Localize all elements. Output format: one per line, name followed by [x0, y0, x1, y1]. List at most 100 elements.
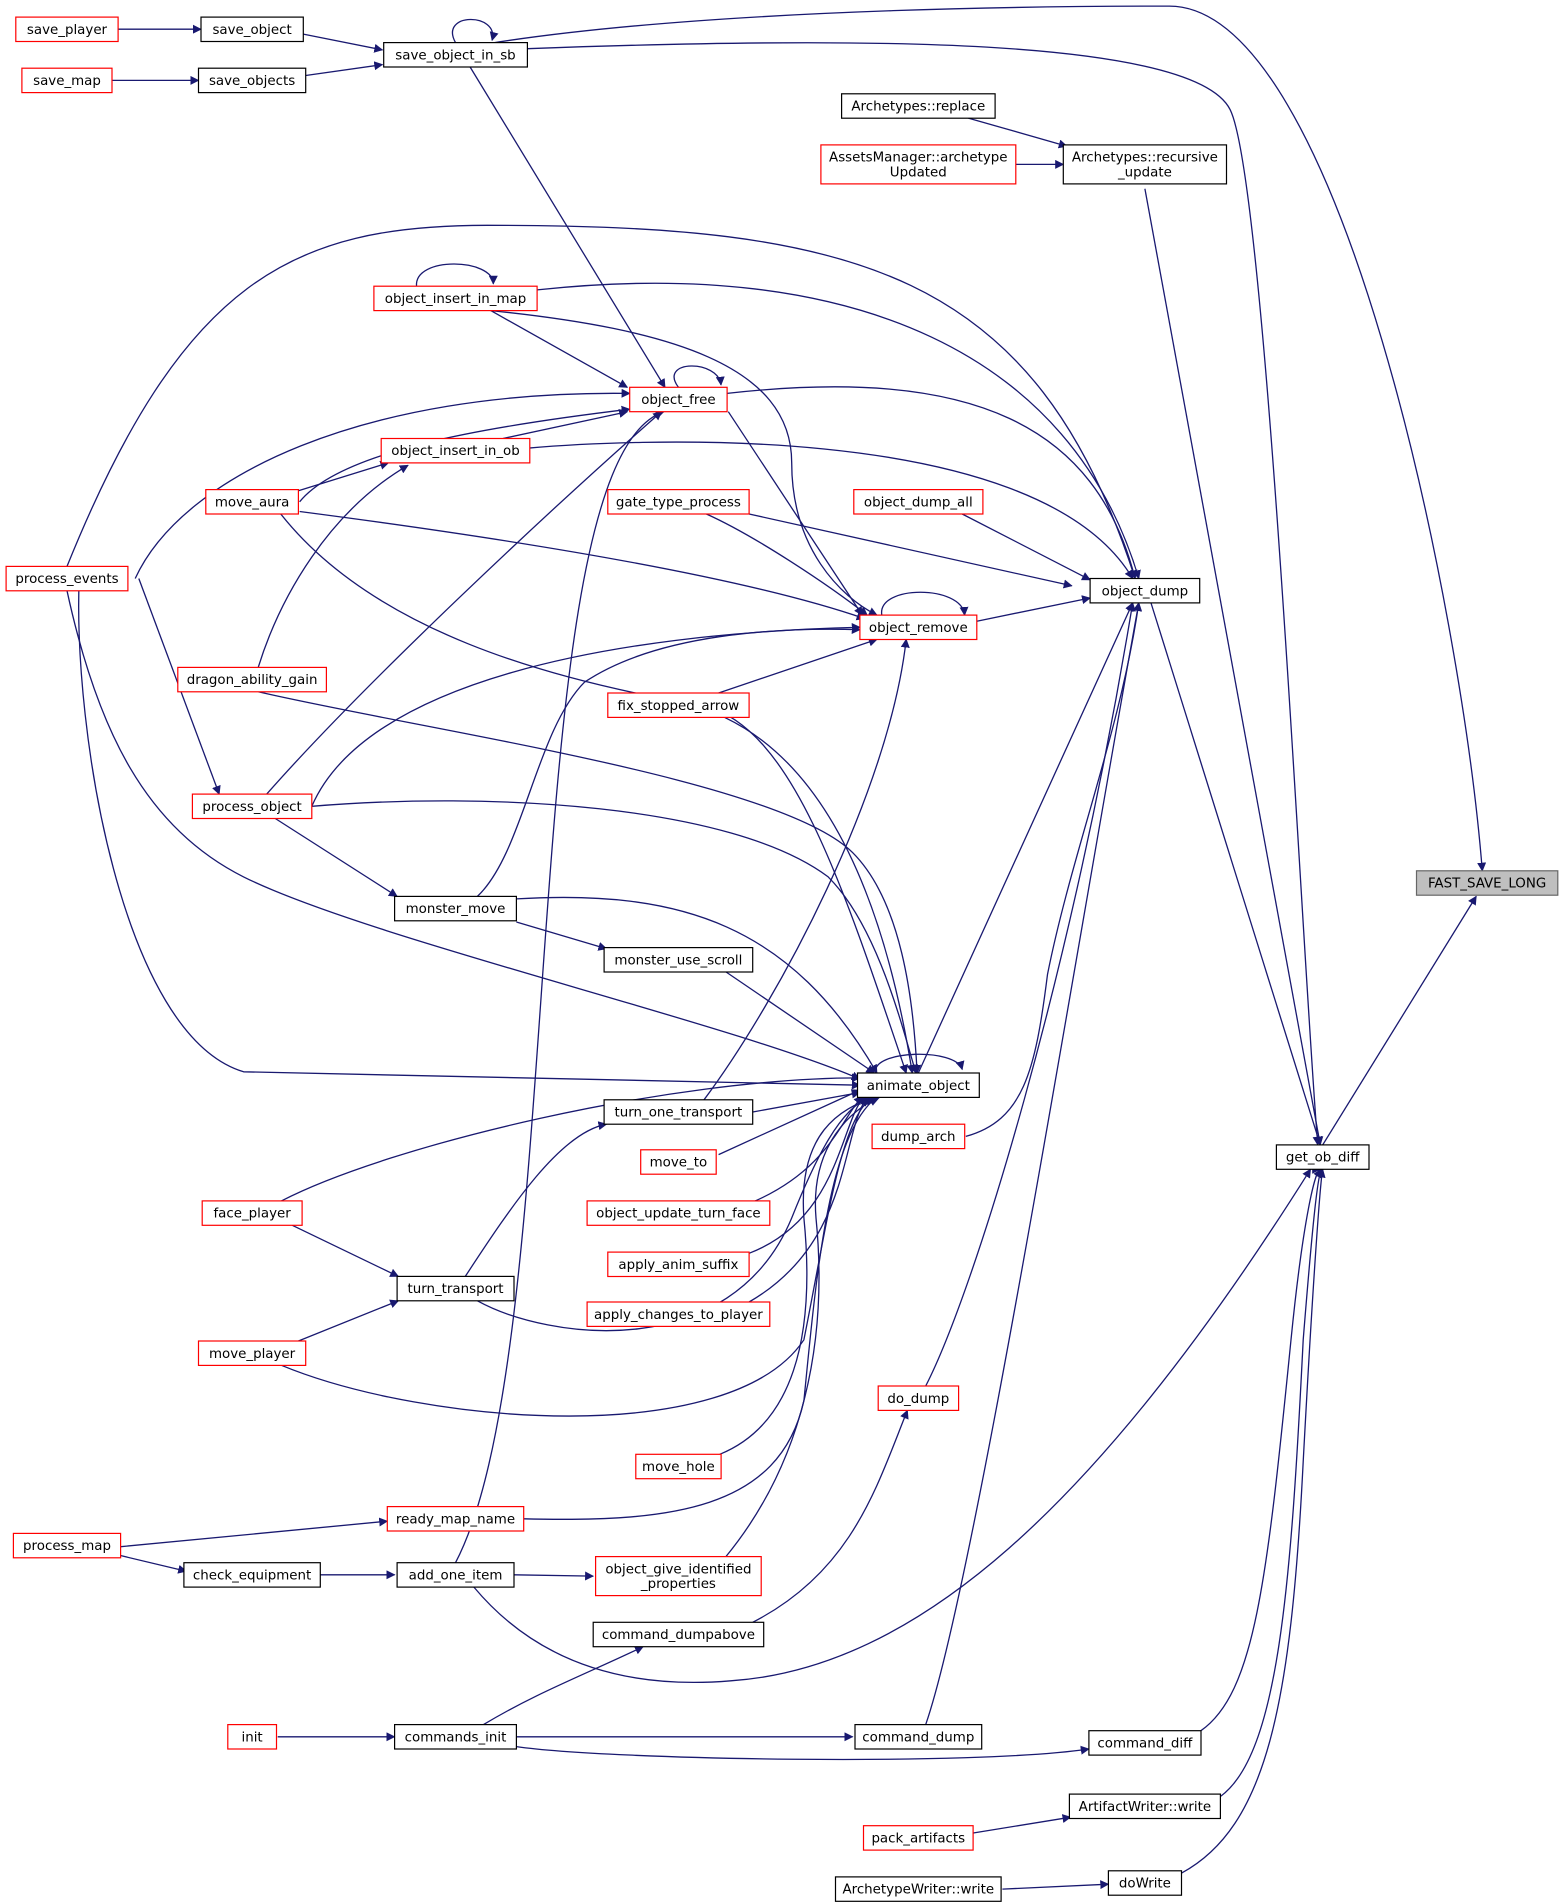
node-box[interactable]	[394, 1723, 518, 1750]
node-box[interactable]	[856, 1072, 980, 1098]
node-animate-object[interactable]: animate_object	[856, 1072, 980, 1098]
node-process-object[interactable]: process_object	[191, 793, 313, 820]
node-box[interactable]	[373, 285, 538, 312]
node-box[interactable]	[5, 565, 129, 592]
node-box[interactable]	[607, 692, 750, 718]
node-box[interactable]	[859, 614, 978, 641]
node-box[interactable]	[1415, 870, 1559, 896]
node-save-object[interactable]: save_object	[200, 16, 304, 43]
node-box[interactable]	[820, 144, 1017, 185]
node-save-object-in-sb[interactable]: save_object_in_sb	[383, 41, 529, 68]
node-command-diff[interactable]: command_diff	[1088, 1730, 1202, 1756]
node-monster-move[interactable]: monster_move	[394, 895, 518, 922]
node-do-dump[interactable]: do_dump	[877, 1385, 960, 1411]
node-process-map[interactable]: process_map	[12, 1532, 122, 1559]
node-box[interactable]	[834, 1876, 1002, 1902]
node-box[interactable]	[396, 1562, 515, 1588]
node-box[interactable]	[15, 16, 119, 43]
node-box[interactable]	[603, 946, 754, 973]
node-box[interactable]	[227, 1723, 278, 1750]
node-check-equipment[interactable]: check_equipment	[183, 1562, 321, 1588]
node-box[interactable]	[594, 1555, 762, 1597]
node-box[interactable]	[383, 41, 529, 68]
node-apply-anim-suffix[interactable]: apply_anim_suffix	[607, 1251, 750, 1278]
node-box[interactable]	[1275, 1144, 1370, 1170]
node-box[interactable]	[197, 1340, 307, 1366]
node-object-insert-in-ob[interactable]: object_insert_in_ob	[380, 437, 531, 464]
node-monster-use-scroll[interactable]: monster_use_scroll	[603, 946, 754, 973]
node-gate-type-process[interactable]: gate_type_process	[607, 489, 750, 515]
node-box[interactable]	[1068, 1793, 1222, 1820]
node-apply-changes-to-player[interactable]: apply_changes_to_player	[586, 1301, 771, 1327]
node-box[interactable]	[191, 793, 313, 820]
node-box[interactable]	[586, 1301, 771, 1327]
node-object-free[interactable]: object_free	[629, 386, 728, 413]
node-box[interactable]	[200, 16, 304, 43]
node-move-player[interactable]: move_player	[197, 1340, 307, 1366]
node-box[interactable]	[1062, 144, 1228, 185]
node-box[interactable]	[607, 489, 750, 515]
node-box[interactable]	[640, 1149, 717, 1175]
node-fast-save-long[interactable]: FAST_SAVE_LONG	[1415, 870, 1559, 896]
node-ready-map-name[interactable]: ready_map_name	[386, 1505, 525, 1532]
node-dump-arch[interactable]: dump_arch	[871, 1123, 966, 1150]
node-box[interactable]	[396, 1275, 515, 1302]
node-box[interactable]	[603, 1099, 754, 1125]
node-artifactwriter-write[interactable]: ArtifactWriter::write	[1068, 1793, 1222, 1820]
node-object-dump[interactable]: object_dump	[1089, 577, 1201, 604]
node-save-player[interactable]: save_player	[15, 16, 119, 43]
node-box[interactable]	[871, 1123, 966, 1150]
node-archetypes-recursive-update[interactable]: Archetypes::recursive_update	[1062, 144, 1228, 185]
node-init[interactable]: init	[227, 1723, 278, 1750]
node-box[interactable]	[386, 1505, 525, 1532]
node-face-player[interactable]: face_player	[201, 1200, 303, 1226]
node-box[interactable]	[877, 1385, 960, 1411]
node-save-map[interactable]: save_map	[21, 67, 113, 94]
node-turn-transport[interactable]: turn_transport	[396, 1275, 515, 1302]
node-box[interactable]	[205, 489, 300, 515]
node-object-dump-all[interactable]: object_dump_all	[853, 489, 984, 515]
node-dowrite[interactable]: doWrite	[1107, 1870, 1183, 1896]
node-save-objects[interactable]: save_objects	[197, 67, 307, 94]
node-add-one-item[interactable]: add_one_item	[396, 1562, 515, 1588]
node-archetypes-replace[interactable]: Archetypes::replace	[840, 93, 996, 119]
node-box[interactable]	[380, 437, 531, 464]
node-box[interactable]	[1088, 1730, 1202, 1756]
node-fix-stopped-arrow[interactable]: fix_stopped_arrow	[607, 692, 750, 718]
node-archetypewriter-write[interactable]: ArchetypeWriter::write	[834, 1876, 1002, 1902]
node-move-aura[interactable]: move_aura	[205, 489, 300, 515]
node-object-insert-in-map[interactable]: object_insert_in_map	[373, 285, 538, 312]
node-object-remove[interactable]: object_remove	[859, 614, 978, 641]
node-box[interactable]	[607, 1251, 750, 1278]
node-box[interactable]	[197, 67, 307, 94]
node-command-dump[interactable]: command_dump	[854, 1723, 983, 1750]
node-box[interactable]	[862, 1825, 974, 1851]
node-object-give-identified-properties[interactable]: object_give_identified_properties	[594, 1555, 762, 1597]
node-process-events[interactable]: process_events	[5, 565, 129, 592]
node-get-ob-diff[interactable]: get_ob_diff	[1275, 1144, 1370, 1170]
node-box[interactable]	[635, 1453, 722, 1480]
node-turn-one-transport[interactable]: turn_one_transport	[603, 1099, 754, 1125]
node-box[interactable]	[183, 1562, 321, 1588]
node-box[interactable]	[21, 67, 113, 94]
node-move-hole[interactable]: move_hole	[635, 1453, 722, 1480]
node-box[interactable]	[840, 93, 996, 119]
node-move-to[interactable]: move_to	[640, 1149, 717, 1175]
node-box[interactable]	[394, 895, 518, 922]
node-box[interactable]	[201, 1200, 303, 1226]
node-commands-init[interactable]: commands_init	[394, 1723, 518, 1750]
node-box[interactable]	[1107, 1870, 1183, 1896]
node-box[interactable]	[1089, 577, 1201, 604]
node-box[interactable]	[853, 489, 984, 515]
node-dragon-ability-gain[interactable]: dragon_ability_gain	[177, 666, 328, 693]
node-pack-artifacts[interactable]: pack_artifacts	[862, 1825, 974, 1851]
node-object-update-turn-face[interactable]: object_update_turn_face	[586, 1200, 771, 1226]
node-box[interactable]	[592, 1621, 765, 1648]
node-box[interactable]	[629, 386, 728, 413]
node-box[interactable]	[586, 1200, 771, 1226]
node-box[interactable]	[177, 666, 328, 693]
node-command-dumpabove[interactable]: command_dumpabove	[592, 1621, 765, 1648]
node-box[interactable]	[12, 1532, 122, 1559]
node-box[interactable]	[854, 1723, 983, 1750]
